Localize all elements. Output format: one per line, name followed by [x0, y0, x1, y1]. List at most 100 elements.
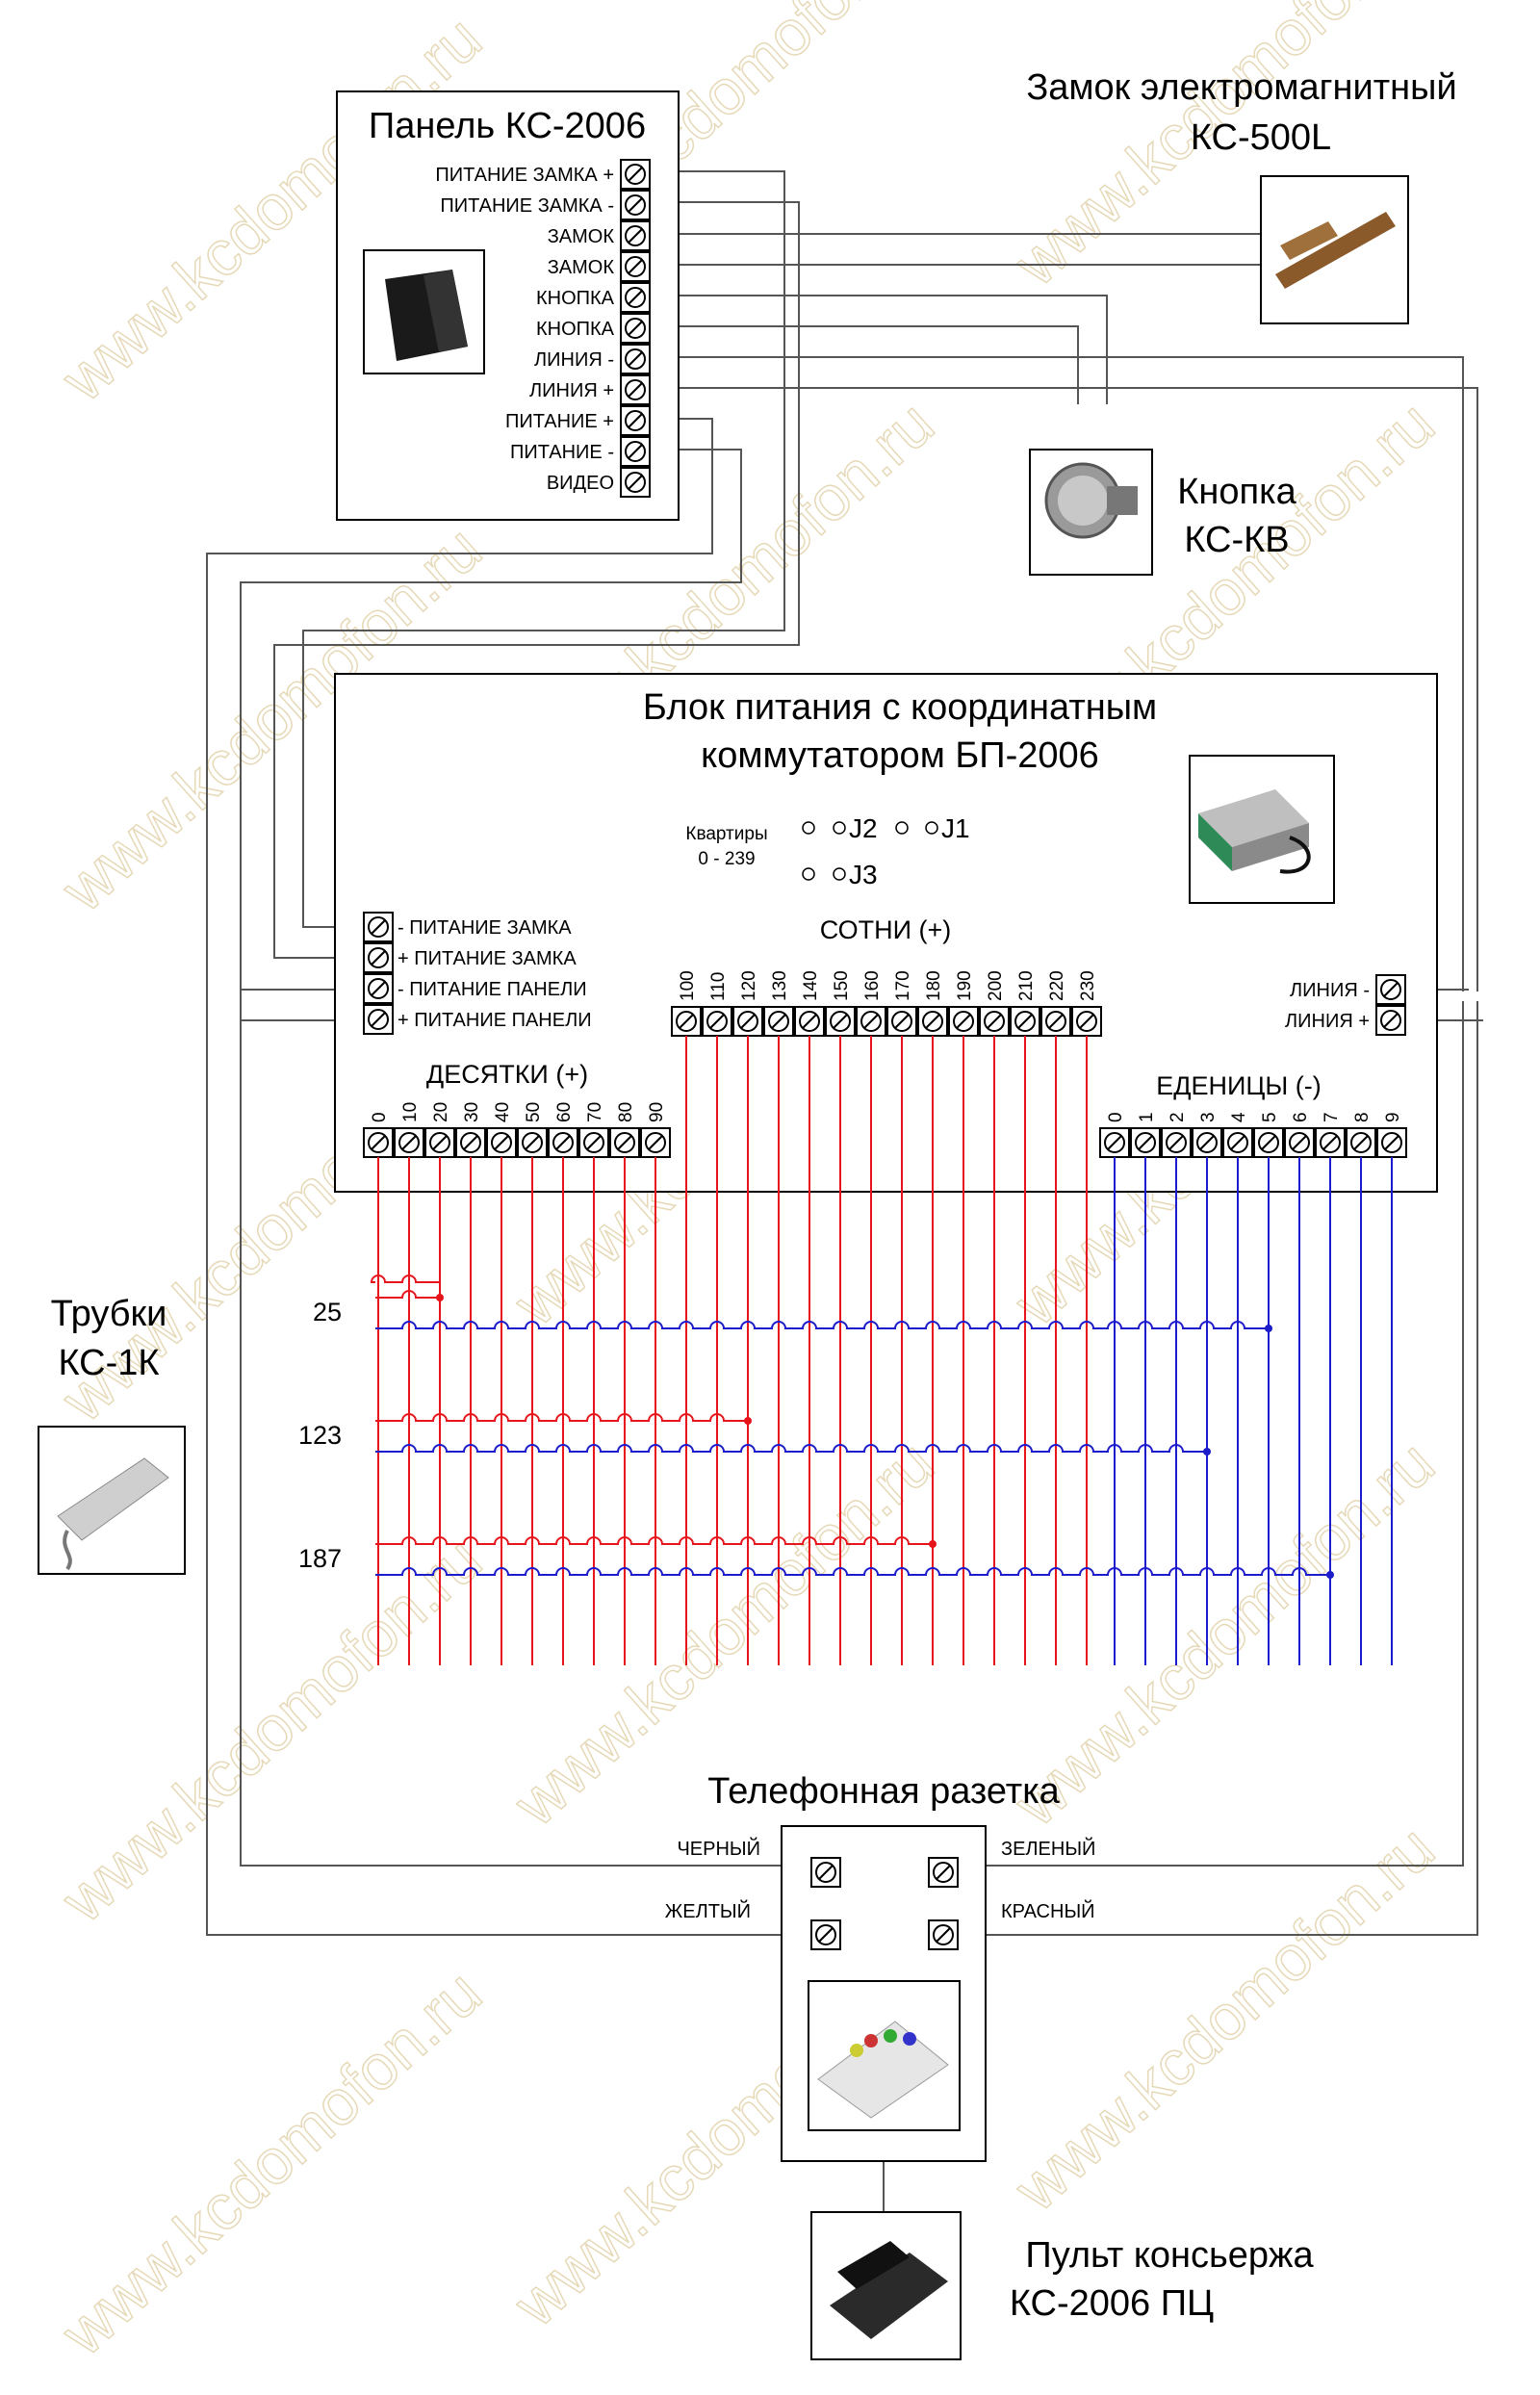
hundreds-number: 130 [770, 970, 790, 1001]
hundreds-screw [794, 1006, 825, 1037]
junction-dot [1203, 1448, 1211, 1455]
panel-terminal-label: КНОПКА [536, 288, 615, 309]
watermark-text: www.kcdomofon.ru [1000, 1427, 1448, 1840]
units-number: 8 [1352, 1112, 1373, 1122]
apartment-number: 123 [298, 1421, 342, 1450]
panel-terminal-screw [620, 159, 651, 190]
psu-left-terminal-label: - ПИТАНИЕ ЗАМКА [398, 917, 572, 939]
apartments-range: 0 - 239 [698, 849, 755, 869]
jumper-j3[interactable]: J3 [849, 860, 878, 889]
units-number: 4 [1229, 1112, 1249, 1122]
hundreds-number: 220 [1047, 970, 1067, 1001]
junction-dot [436, 1294, 444, 1301]
psu-left-screw [363, 973, 394, 1004]
units-screw [1315, 1127, 1346, 1158]
panel-terminal-screw [620, 251, 651, 282]
psu-left-terminal-label: + ПИТАНИЕ ЗАМКА [398, 948, 577, 969]
tens-number: 60 [554, 1102, 575, 1122]
psu-left-screw [363, 1004, 394, 1035]
psu-right-terminal-block: ЛИНИЯ - ЛИНИЯ + [1285, 974, 1406, 1036]
panel-terminal-label: ЛИНИЯ + [529, 380, 614, 401]
hundreds-screw [825, 1006, 856, 1037]
panel-terminal-screw [620, 467, 651, 498]
socket-wire-label: ЖЕЛТЫЙ [665, 1899, 751, 1922]
apartment-red-line [375, 1413, 748, 1422]
hundreds-screw [979, 1006, 1010, 1037]
apartment-number: 25 [313, 1298, 342, 1326]
psu-left-screw [363, 912, 394, 942]
hundreds-number: 230 [1078, 970, 1098, 1001]
units-screw [1346, 1127, 1376, 1158]
psu-right-terminal-label: ЛИНИЯ + [1285, 1011, 1370, 1032]
apartment-blue-line [375, 1321, 1269, 1329]
hundreds-number: 150 [832, 970, 852, 1001]
tens-number: 0 [370, 1112, 390, 1122]
panel-terminal-label: ВИДЕО [547, 473, 614, 494]
panel-terminal-screw [620, 313, 651, 344]
units-screw [1284, 1127, 1315, 1158]
apartments-label: Квартиры [685, 824, 767, 844]
socket-wire-label: ЧЕРНЫЙ [677, 1837, 760, 1860]
units-number: 7 [1322, 1112, 1342, 1122]
tens-screw [455, 1127, 486, 1158]
hundreds-number: 110 [708, 972, 729, 1001]
tens-screw [394, 1127, 424, 1158]
button-model: КС-КВ [1184, 520, 1289, 560]
hundreds-number: 140 [801, 970, 821, 1001]
connection-wires [206, 170, 1483, 2212]
socket-screw [810, 1857, 841, 1888]
panel-terminal-label: ЛИНИЯ - [534, 349, 614, 371]
units-screw [1161, 1127, 1192, 1158]
hundreds-number: 170 [893, 970, 913, 1001]
jumper-j1[interactable]: J1 [941, 813, 970, 843]
apartment-blue-line [375, 1444, 1207, 1453]
hundreds-label: СОТНИ (+) [820, 915, 952, 944]
socket-wire-label: ЗЕЛЕНЫЙ [1001, 1837, 1095, 1860]
units-number: 3 [1198, 1112, 1219, 1122]
handset-image [38, 1426, 186, 1575]
watermark-text: www.kcdomofon.ru [47, 1523, 495, 1936]
tens-number: 90 [647, 1102, 667, 1122]
lock-title: Замок электромагнитный [1026, 67, 1456, 108]
hundreds-screw [917, 1006, 948, 1037]
jumper-j2[interactable]: J2 [849, 813, 878, 843]
hundreds-number: 180 [924, 970, 944, 1001]
hundreds-screw [886, 1006, 917, 1037]
psu-model: коммутатором БП-2006 [701, 735, 1099, 776]
tens-number: 70 [585, 1102, 605, 1122]
apartment-red-line [370, 1275, 440, 1283]
tens-screw [609, 1127, 640, 1158]
tens-screw [486, 1127, 517, 1158]
units-number: 2 [1168, 1112, 1188, 1122]
units-number: 1 [1137, 1112, 1157, 1122]
panel-terminal-screw [620, 374, 651, 405]
socket-screw [928, 1857, 959, 1888]
hundreds-number: 200 [986, 970, 1006, 1001]
tens-label: ДЕСЯТКИ (+) [426, 1060, 588, 1089]
handsets-model: КС-1К [58, 1343, 159, 1383]
apartment-red-line [375, 1290, 440, 1299]
panel-title: Панель КС-2006 [369, 106, 646, 146]
junction-dot [1265, 1325, 1272, 1332]
hundreds-screw [702, 1006, 732, 1037]
socket-wire-label: КРАСНЫЙ [1001, 1899, 1095, 1922]
units-screw [1099, 1127, 1130, 1158]
jumpers: Квартиры 0 - 239 J2 J1 J3 [685, 813, 969, 889]
button-image [1029, 449, 1153, 576]
units-screw [1376, 1127, 1407, 1158]
hundreds-number: 210 [1016, 970, 1037, 1001]
socket-screw [928, 1919, 959, 1950]
watermark-text: www.kcdomofon.ru [47, 1956, 495, 2369]
coordinate-matrix: 25 123 1 87 [298, 1036, 1393, 1665]
tens-screw [640, 1127, 671, 1158]
tens-screw [548, 1127, 578, 1158]
lock-image [1260, 175, 1409, 324]
psu-right-terminal-label: ЛИНИЯ - [1290, 980, 1370, 1001]
psu-left-terminal-label: - ПИТАНИЕ ПАНЕЛИ [398, 979, 587, 1000]
junction-dot [929, 1540, 937, 1548]
psu-left-terminal-block: - ПИТАНИЕ ЗАМКА + ПИТАНИЕ ЗАМКА - ПИТАНИЕ … [363, 912, 592, 1035]
hundreds-screw [763, 1006, 794, 1037]
hundreds-screw [671, 1006, 702, 1037]
